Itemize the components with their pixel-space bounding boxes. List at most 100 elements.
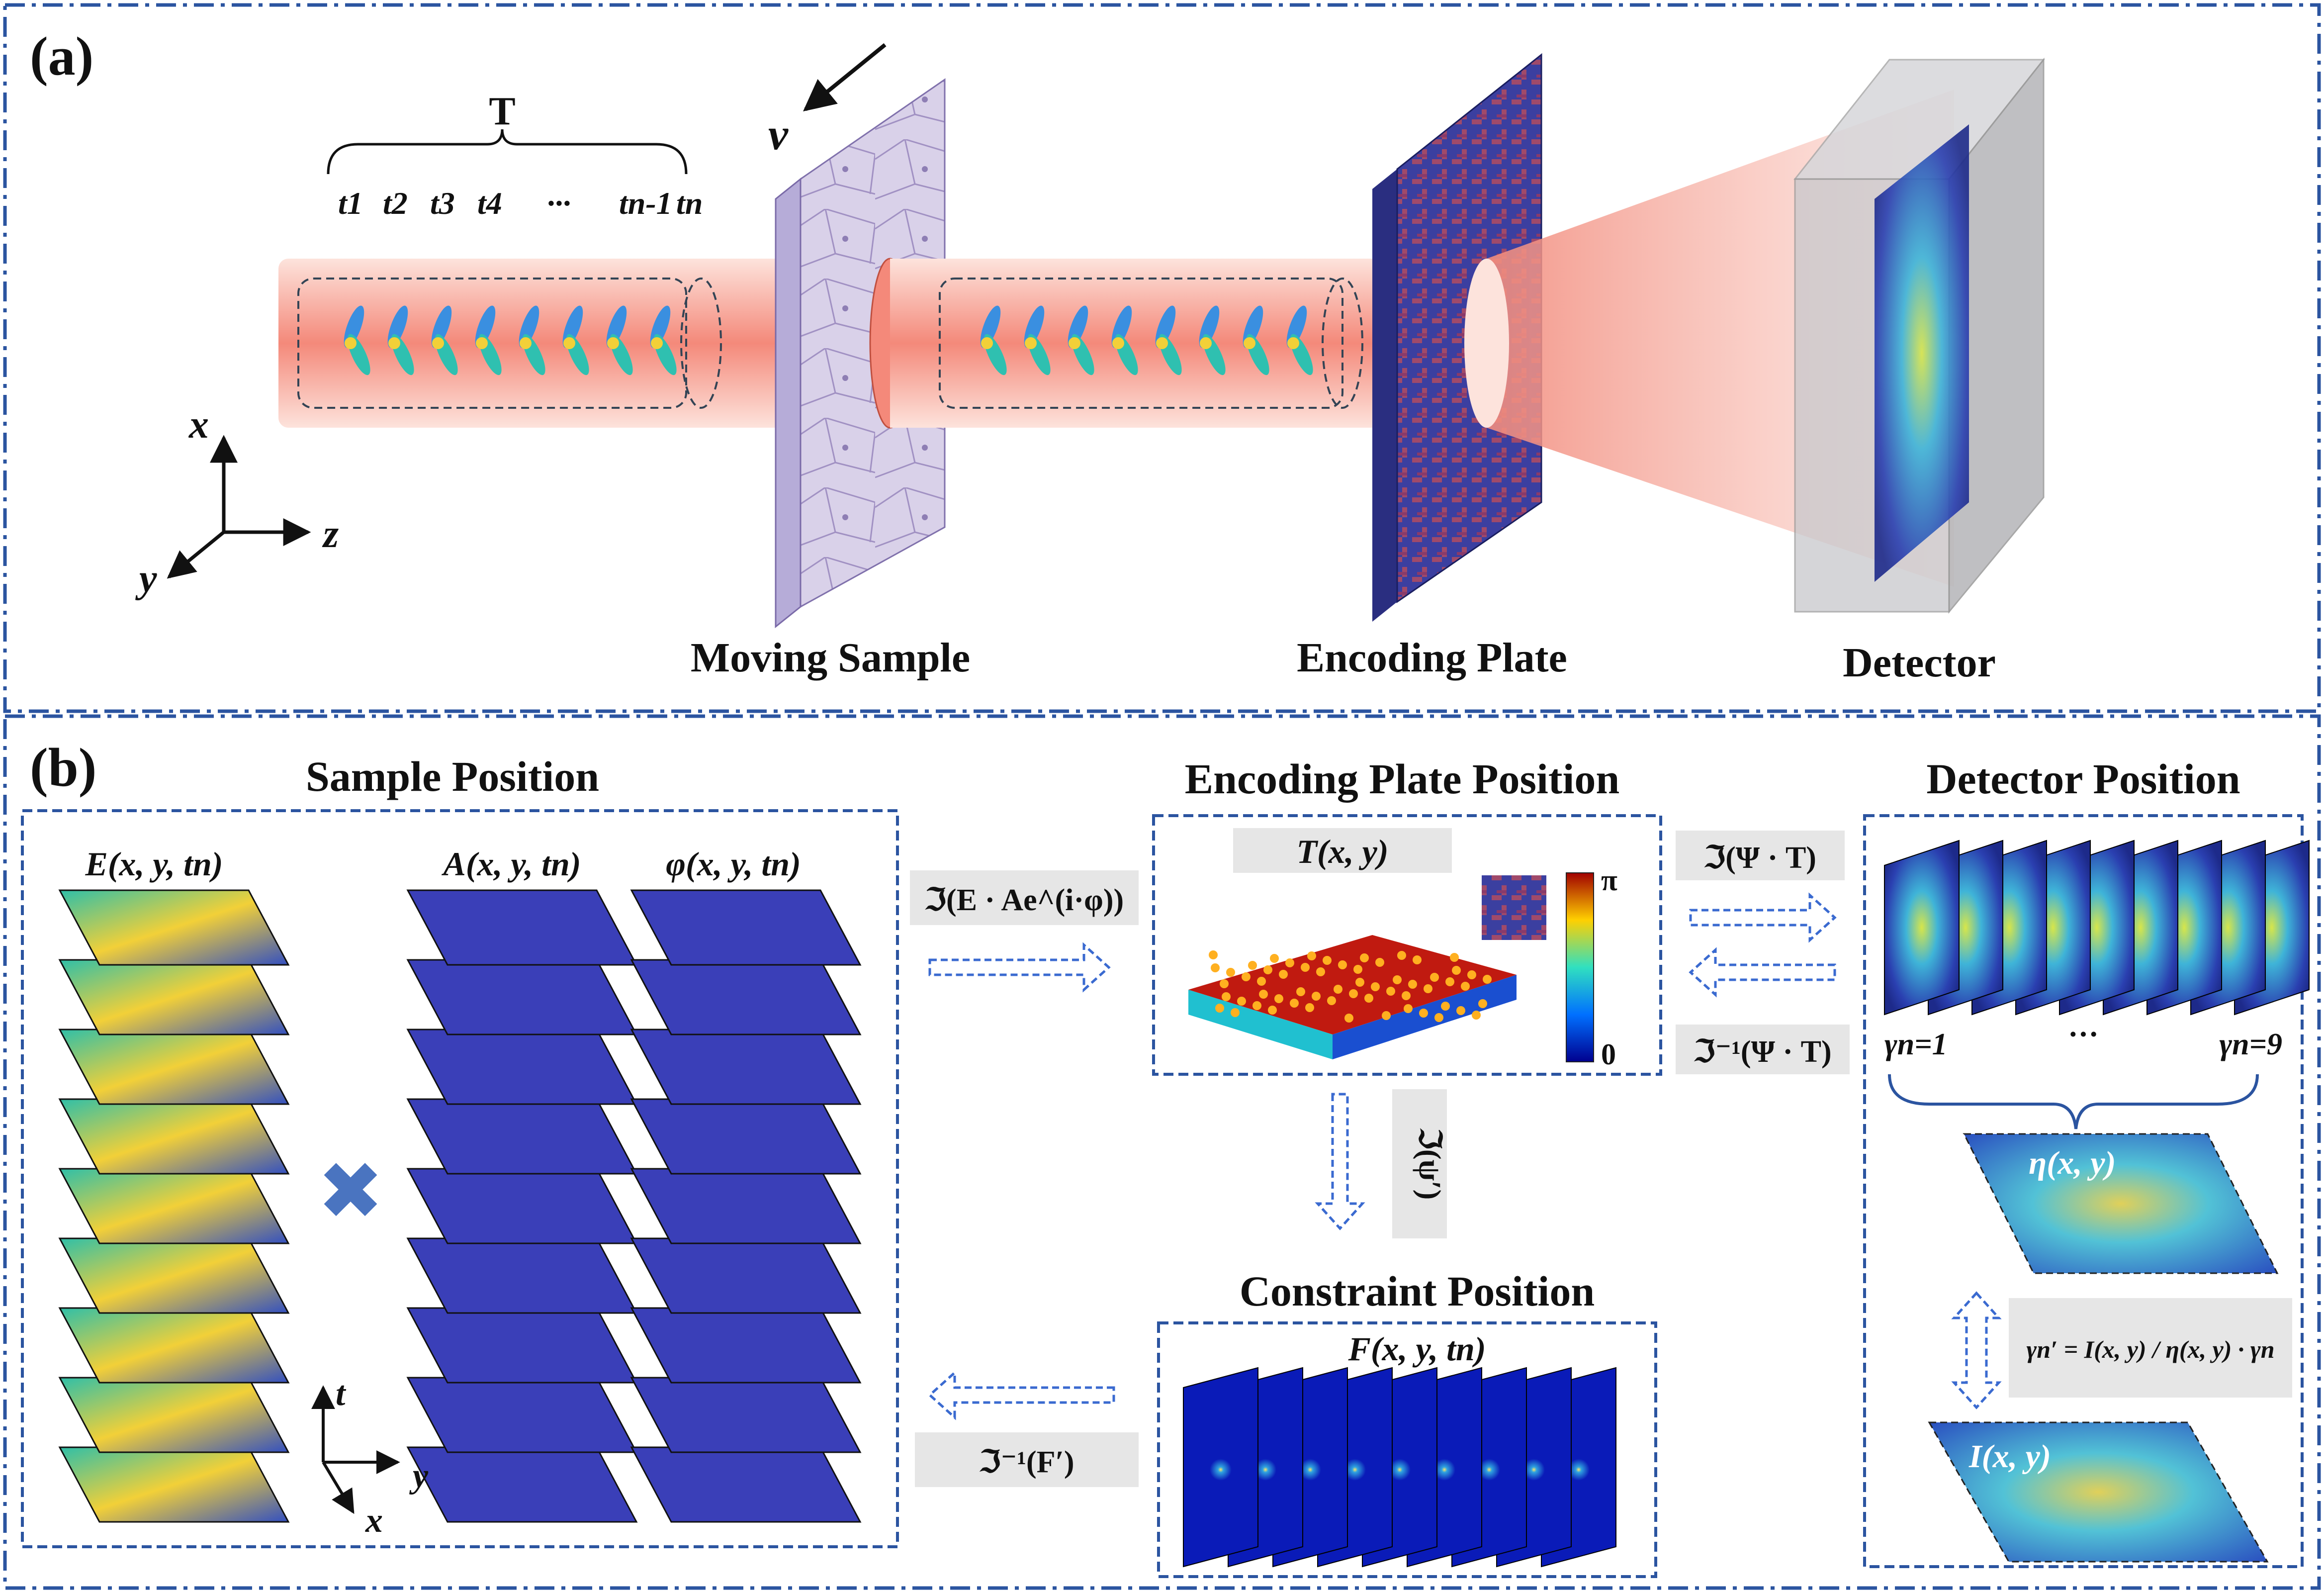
pulse <box>387 305 414 375</box>
label-eta: η(x, y) <box>2029 1145 2116 1181</box>
A-frame <box>406 1029 638 1105</box>
colorbar <box>1566 872 1594 1062</box>
pulse-train-box-2 <box>939 278 1343 409</box>
op-forward-sample: ℑ(E · Ae^(i·φ)) <box>925 883 1124 917</box>
detector-position-box <box>1863 814 2304 1568</box>
time-label: t2 <box>383 186 408 221</box>
op-inverse-plate: ℑ⁻¹(Ψ · T) <box>1694 1035 1831 1069</box>
beam-segment-1 <box>278 259 801 428</box>
encoding-plate-label: Encoding Plate <box>1297 635 1567 681</box>
axis-a-z: z <box>322 512 339 556</box>
op-inverse-constraint-bg <box>915 1432 1139 1487</box>
pulse-train-box-1 <box>297 278 687 409</box>
arrow-sample-to-plate <box>928 942 1111 993</box>
pulse <box>475 305 502 375</box>
plate-position-box <box>1152 814 1662 1076</box>
label-phi: φ(x, y, tn) <box>666 845 801 883</box>
title-plate-position: Encoding Plate Position <box>1185 755 1619 803</box>
phi-frame <box>630 1307 862 1384</box>
A-frame <box>406 1168 638 1244</box>
pulse-train-2 <box>980 305 1313 375</box>
E-frame <box>58 1307 290 1384</box>
time-label: tn <box>676 186 703 221</box>
pulse <box>606 305 633 375</box>
phi-frame <box>630 1029 862 1105</box>
E-frame <box>58 1168 290 1244</box>
pulse <box>1199 305 1226 375</box>
op-constraint-down-bg <box>1392 1089 1447 1238</box>
A-frame <box>406 1377 638 1453</box>
pulse <box>1243 305 1269 375</box>
op-forward-sample-bg <box>910 870 1139 925</box>
time-label: tn-1 <box>619 186 672 221</box>
arrow-plate-to-detector <box>1689 892 1837 943</box>
E-frame <box>58 1377 290 1453</box>
phi-frame <box>630 1168 862 1244</box>
update-rule-bg <box>2009 1298 2292 1398</box>
stack-E <box>58 889 290 1523</box>
label-E: E(x, y, tn) <box>85 845 223 883</box>
velocity-arrow <box>803 43 887 112</box>
constraint-position-box <box>1157 1321 1657 1578</box>
phi-frame <box>630 1098 862 1175</box>
stack-phi <box>630 889 862 1523</box>
multiply-icon: ✖ <box>317 1144 384 1237</box>
eta-map <box>1963 1133 2279 1274</box>
A-frame <box>406 1098 638 1175</box>
axis-b-t: t <box>336 1375 347 1413</box>
phase-terrain-surface <box>1188 935 1517 1059</box>
gamma-brace <box>1888 1074 2259 1129</box>
beam-segment-2 <box>890 259 1387 428</box>
plate-exit-disc <box>1464 259 1509 428</box>
op-inverse-plate-bg <box>1676 1025 1850 1074</box>
title-constraint-position: Constraint Position <box>1240 1267 1595 1315</box>
arrow-plate-to-constraint <box>1315 1093 1365 1230</box>
pulse <box>562 305 589 375</box>
intensity-map <box>1928 1421 2269 1563</box>
pulse <box>519 305 545 375</box>
label-T: T(x, y) <box>1296 833 1388 870</box>
pulse <box>1111 305 1138 375</box>
title-sample-position: Sample Position <box>306 752 599 800</box>
stack-detector-frames <box>1884 840 2310 1016</box>
arrow-detector-to-plate <box>1689 947 1836 998</box>
moving-sample-label: Moving Sample <box>691 635 970 681</box>
gamma-dots: ··· <box>2068 1018 2099 1051</box>
stack-A <box>406 889 638 1523</box>
detector-label: Detector <box>1843 640 1996 686</box>
phi-frame <box>630 1377 862 1453</box>
label-A: A(x, y, tn) <box>441 845 581 883</box>
axis-b-x: x <box>365 1501 383 1540</box>
E-frame <box>58 1029 290 1105</box>
E-frame <box>58 959 290 1035</box>
pulse-train-cap-1 <box>680 278 722 409</box>
axes-a: x z y <box>135 403 339 601</box>
title-detector-position: Detector Position <box>1926 755 2240 803</box>
op-forward-plate-bg <box>1676 831 1845 880</box>
pulse-train-cap-2 <box>1322 278 1363 409</box>
pulse <box>1024 305 1051 375</box>
stack-F <box>1183 1367 1616 1568</box>
label-F: F(x, y, tn) <box>1347 1330 1486 1368</box>
label-intensity: I(x, y) <box>1968 1438 2051 1475</box>
time-label: t4 <box>477 186 502 221</box>
pulse <box>431 305 458 375</box>
time-label: t1 <box>338 186 363 221</box>
op-constraint-down: ℑ(ψ′) <box>1413 1128 1446 1200</box>
A-frame <box>406 1307 638 1384</box>
gamma-first: γn=1 <box>1884 1028 1948 1061</box>
phi-frame <box>630 959 862 1035</box>
panel-a-label: (a) <box>30 26 93 87</box>
A-frame <box>406 1446 638 1523</box>
pulse <box>344 305 370 375</box>
A-frame <box>406 889 638 966</box>
time-label: ··· <box>547 186 571 221</box>
arrow-updown <box>1951 1291 2002 1409</box>
sample-position-box <box>21 809 899 1548</box>
update-rule: γn′ = I(x, y) / η(x, y) · γn <box>2026 1335 2274 1363</box>
panel-b-frame <box>3 714 2321 1590</box>
pulse <box>1155 305 1182 375</box>
colorbar-min: 0 <box>1601 1038 1616 1071</box>
axis-b-y: y <box>409 1457 429 1495</box>
